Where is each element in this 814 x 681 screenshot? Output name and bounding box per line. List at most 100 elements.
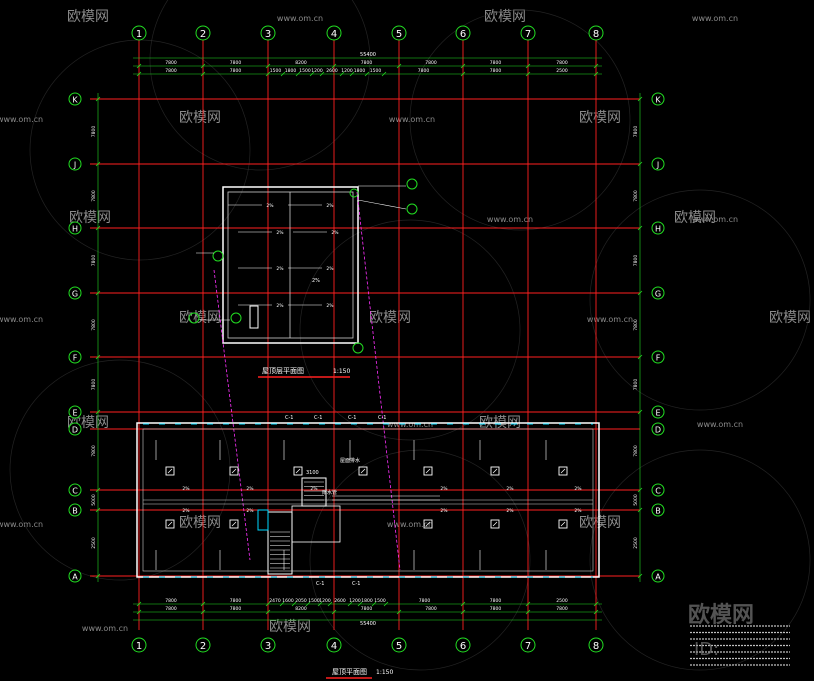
roof-drain-box (423, 519, 433, 529)
dimension-text: 7800 (490, 606, 502, 612)
dimension-text: 7800 (91, 190, 97, 202)
watermark-brand: 欧模网 (769, 310, 811, 326)
roof-drain-box (293, 466, 303, 476)
dimension-tick (637, 354, 643, 360)
slope-label: 2% (331, 230, 339, 236)
penthouse-slope-marks: 2%2%2%2%2%2%2%2% (228, 203, 339, 309)
axis-label-column: 7 (525, 29, 531, 40)
axis-label-column: 2 (200, 29, 206, 40)
watermark-arc (409, 9, 631, 231)
dimension-text: 7800 (91, 255, 97, 267)
watermark-site: www.om.cn (0, 115, 43, 124)
axis-bubble-row (68, 286, 82, 300)
dimension-text: 1800 (285, 68, 297, 74)
dimension-text: 7800 (230, 606, 242, 612)
dimension-tick (136, 71, 142, 77)
dimension-text: 7800 (361, 60, 373, 66)
watermark-brand: 欧模网 (579, 110, 621, 126)
dimension-tick (95, 290, 101, 296)
dimension-text: 1600 (282, 598, 294, 604)
roof-drain-box (490, 519, 500, 529)
lower-plan-title: 屋顶平面图 (332, 668, 367, 676)
axis-bubble-row (651, 221, 665, 235)
roof-slope-label: 2% (574, 486, 582, 492)
axis-bubble-row (651, 286, 665, 300)
roof-dim-label: 3100 (306, 470, 319, 476)
dimension-tick (637, 96, 643, 102)
stair-treads (270, 481, 324, 569)
dimension-tick (317, 601, 323, 607)
dimension-text: 1500 (299, 68, 311, 74)
watermark-brand: 欧模网 (67, 9, 109, 25)
axis-label-row: C (72, 487, 78, 496)
dimension-tick (200, 601, 206, 607)
watermark-brand: 欧模网 (369, 310, 411, 326)
dimension-tick (279, 601, 285, 607)
dimension-tick (200, 63, 206, 69)
axis-label-row: K (72, 96, 78, 105)
roof-slope-label: 2% (246, 508, 254, 514)
dimension-text: 2500 (91, 537, 97, 549)
roof-drain-box (229, 466, 239, 476)
axis-bubble-row (68, 483, 82, 497)
dimension-text: 7800 (230, 598, 242, 604)
general-notes (690, 625, 790, 666)
axis-bubble-row (651, 157, 665, 171)
dimension-tick (305, 601, 311, 607)
dimension-text: 5000 (91, 494, 97, 506)
watermark-brand: 欧模网 (579, 515, 621, 531)
roof-drain-box (229, 519, 239, 529)
axis-bubble-column (326, 25, 342, 41)
watermark-arc (589, 189, 811, 411)
dimension-tick (525, 63, 531, 69)
axis-label-row: B (655, 507, 661, 516)
dimension-tick (95, 409, 101, 415)
axis-bubble-row (68, 405, 82, 419)
dimension-text: 7800 (91, 379, 97, 391)
watermark-brand: 欧模网 (179, 310, 221, 326)
axis-bubble-row (651, 483, 665, 497)
axis-label-column: 6 (460, 29, 466, 40)
axis-label-row: G (72, 290, 78, 299)
watermark-site: www.om.cn (389, 115, 435, 124)
dimension-text: 7800 (165, 606, 177, 612)
section-line (213, 269, 251, 561)
watermark-arc (149, 0, 371, 171)
axis-label-column: 5 (396, 641, 402, 652)
dimension-tick (637, 573, 643, 579)
dimension-tick (460, 71, 466, 77)
upper-plan-scale: 1:150 (333, 368, 350, 375)
axis-label-column: 4 (331, 29, 337, 40)
axis-bubble-column (588, 25, 604, 41)
axis-bubble-row (68, 92, 82, 106)
dimension-text: 7800 (91, 126, 97, 138)
slope-label: 2% (276, 230, 284, 236)
roof-slope-label: 2% (182, 486, 190, 492)
beam-label: C-1 (314, 415, 322, 421)
axis-bubble-column (326, 637, 342, 653)
dimension-tick (349, 71, 355, 77)
watermark-site: www.om.cn (692, 14, 738, 23)
axis-bubble-row (651, 569, 665, 583)
dimension-tick (95, 161, 101, 167)
axis-label-column: 8 (593, 29, 599, 40)
axis-bubble-row (68, 503, 82, 517)
dimension-text: 7800 (633, 126, 639, 138)
dimension-tick (637, 161, 643, 167)
dimension-text: 1200 (319, 598, 331, 604)
roof-drain-box (558, 519, 568, 529)
axis-bubble-column (455, 25, 471, 41)
roof-slope-label: 2% (506, 486, 514, 492)
roof-slope-label: 2% (246, 486, 254, 492)
axis-label-column: 5 (396, 29, 402, 40)
dimension-tick (339, 71, 345, 77)
dimension-tick (95, 507, 101, 513)
watermark-brand: 欧模网 (69, 210, 111, 226)
watermark-site: www.om.cn (0, 520, 43, 529)
corner-watermark-id: ID: (694, 639, 719, 660)
slope-label: 2% (326, 303, 334, 309)
axis-label-row: B (72, 507, 78, 516)
dimension-text: 7800 (633, 190, 639, 202)
axis-label-column: 7 (525, 641, 531, 652)
